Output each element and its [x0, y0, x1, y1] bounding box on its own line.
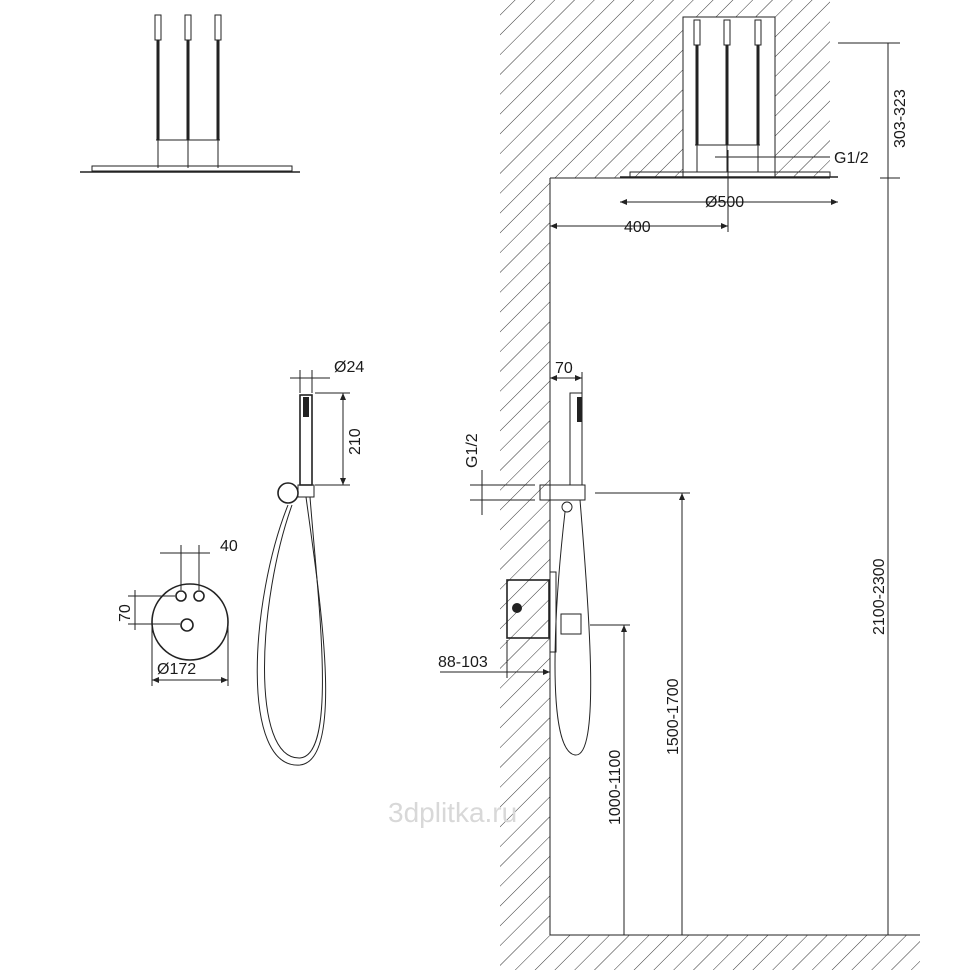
wall-outlet-side-view [506, 392, 592, 756]
wall-section [500, 0, 920, 970]
dim-knob-offset: 70 [117, 604, 134, 622]
dim-mixer-diameter: Ø172 [157, 661, 196, 678]
dim-mixer-height: 1000-1100 [607, 750, 624, 825]
ceiling-shower-installed [620, 19, 838, 178]
dim-knob-spacing: 40 [220, 538, 238, 555]
ceiling-shower-front-view [80, 14, 300, 173]
dim-wall-offset: 400 [624, 219, 651, 236]
dim-hand-shower-length: 210 [347, 428, 364, 455]
dim-height-range: 303-323 [892, 89, 909, 148]
dim-holder-height: 1500-1700 [665, 678, 682, 755]
dim-projection: 70 [555, 360, 573, 377]
dim-outlet-thread: G1/2 [464, 433, 481, 468]
dim-hand-shower-diameter: Ø24 [334, 359, 364, 376]
hand-shower-front-view [256, 394, 327, 766]
dim-embed-depth: 88-103 [438, 654, 488, 671]
dim-ceiling-height: 2100-2300 [871, 558, 888, 635]
dimension-lines [128, 42, 900, 936]
watermark: 3dplitka.ru [388, 797, 517, 828]
dim-ceiling-thread: G1/2 [834, 150, 869, 167]
mixer-front-view [151, 583, 229, 661]
dim-ceiling-diameter: Ø500 [705, 194, 744, 211]
